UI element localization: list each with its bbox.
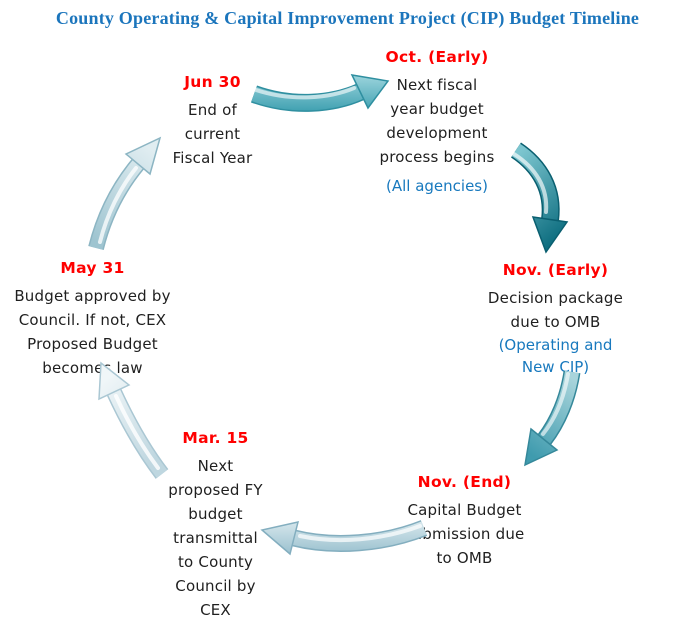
diagram-canvas: { "title": "County Operating & Capital I…: [0, 8, 643, 619]
arrow-head: [350, 74, 390, 110]
arrow-body: [538, 370, 579, 445]
arrow-head: [531, 216, 569, 254]
arrow-highlight: [512, 152, 549, 214]
stage-may-31: May 31 Budget approved by Council. If no…: [0, 258, 185, 380]
arrow-nov-early-to-nov-end-icon: [524, 370, 581, 467]
arrow-head: [124, 136, 162, 176]
arrow-body: [251, 85, 364, 111]
stage-nov-early: Nov. (Early) Decision package due to OMB…: [468, 260, 643, 378]
stage-oct-early: Oct. (Early) Next fiscal year budget dev…: [352, 47, 522, 197]
arrow-mar-to-may-icon: [98, 361, 169, 479]
arrow-highlight: [114, 394, 160, 470]
stage-description: Decision package due to OMB: [487, 289, 624, 331]
arrow-head: [524, 427, 559, 467]
arrow-highlight: [98, 166, 138, 244]
stage-description: Next proposed FY budget transmittal to C…: [168, 457, 263, 619]
stage-description: Next fiscal year budget development proc…: [379, 76, 495, 166]
stage-note: (All agencies): [386, 177, 488, 195]
arrow-oct-to-nov-early-icon: [510, 142, 569, 254]
arrow-jun-to-oct-icon: [250, 74, 390, 112]
stage-jun-30: Jun 30 End of current Fiscal Year: [140, 72, 285, 170]
arrow-head: [260, 521, 300, 556]
arrow-nov-end-to-mar-icon: [260, 520, 428, 556]
arrow-highlight: [254, 86, 356, 100]
stage-description: Budget approved by Council. If not, CEX …: [14, 287, 171, 377]
arrow-body: [511, 143, 559, 221]
arrow-highlight: [541, 372, 570, 436]
stage-date: Mar. 15: [182, 429, 249, 447]
stage-date: Nov. (End): [417, 473, 512, 491]
stage-date: Nov. (Early): [502, 261, 609, 279]
stage-date: Jun 30: [184, 73, 241, 91]
stage-mar-15: Mar. 15 Next proposed FY budget transmit…: [148, 428, 283, 622]
stage-date: May 31: [60, 259, 125, 277]
arrow-highlight: [298, 524, 422, 543]
page-title: County Operating & Capital Improvement P…: [55, 8, 640, 28]
arrow-body: [292, 521, 427, 551]
arrow-head: [98, 361, 131, 401]
stage-date: Oct. (Early): [385, 48, 489, 66]
stage-description: End of current Fiscal Year: [172, 101, 253, 167]
stage-description: Capital Budget submission due to OMB: [404, 501, 525, 567]
arrow-may-to-jun-icon: [88, 136, 162, 251]
stage-nov-end: Nov. (End) Capital Budget submission due…: [382, 472, 547, 570]
